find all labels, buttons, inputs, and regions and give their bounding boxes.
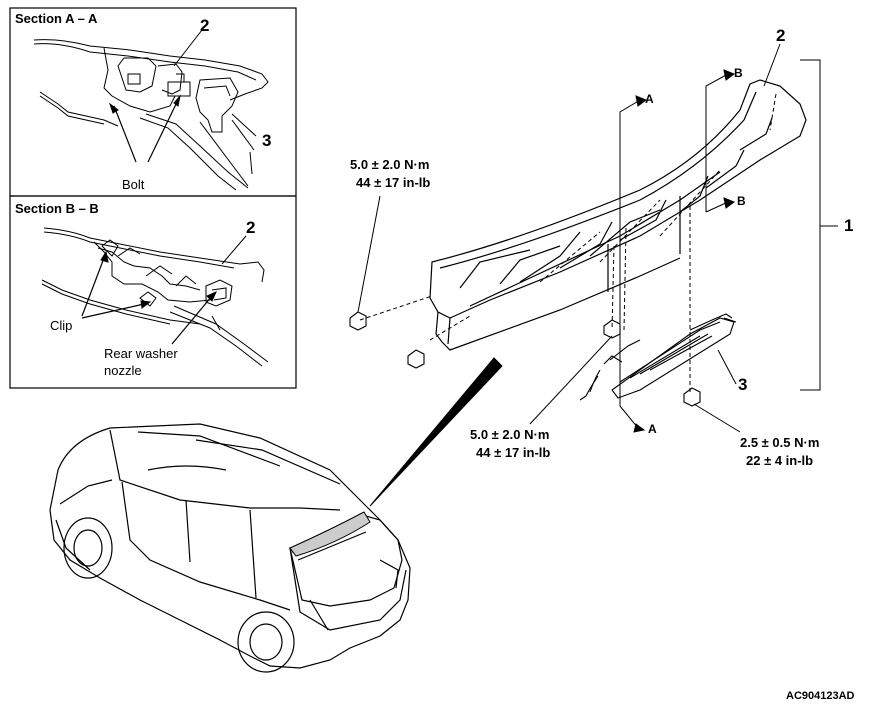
- torque-right-line1: 2.5 ± 0.5 N·m: [740, 435, 820, 450]
- bolt-leader-right: [147, 99, 179, 163]
- bb-clip-leader-2: [81, 303, 145, 319]
- torque-center-line2: 44 ± 17 in-lb: [476, 445, 551, 460]
- bolt-arrowhead-right: [173, 94, 181, 107]
- figure-code: AC904123AD: [786, 690, 855, 702]
- section-a-marker-top-arrow: [635, 95, 648, 107]
- stop-lamp-assembly: [579, 313, 737, 401]
- assembly-dashed-lines: [359, 93, 777, 392]
- aa-callout-2-leader: [173, 29, 203, 67]
- main-callout-assembly: 1: [844, 216, 854, 235]
- vehicle-spoiler-highlight: [289, 511, 371, 557]
- section-a-marker-bottom-line: [619, 405, 639, 429]
- section-bb-drawing: [41, 227, 269, 367]
- assembly-bracket: [800, 59, 821, 391]
- section-b-marker-top-arrow: [723, 69, 736, 81]
- section-aa-title: Section A – A: [15, 11, 98, 26]
- bb-clip-arrowhead-1: [100, 250, 109, 263]
- section-a-marker-top-line: [619, 99, 641, 406]
- section-aa-frame: [9, 7, 297, 197]
- view-wedge: [369, 357, 503, 507]
- bolt-leader-left: [113, 105, 137, 163]
- bolt-shapes: [349, 311, 701, 407]
- section-bb-frame: [9, 195, 297, 389]
- torque-leader-center: [529, 335, 613, 425]
- bb-callout-spoiler: 2: [246, 218, 256, 237]
- section-marker-b-top: B: [734, 66, 743, 80]
- bb-clip-leader-1: [81, 257, 105, 317]
- section-b-marker-top-line: [705, 73, 729, 212]
- torque-right-line2: 22 ± 4 in-lb: [746, 453, 814, 468]
- section-b-marker-bottom-line: [705, 201, 729, 213]
- section-marker-b-bottom: B: [737, 194, 746, 208]
- spoiler-outline: [429, 79, 807, 351]
- bb-clip-arrowhead-2: [140, 300, 152, 309]
- nozzle-label-line1: Rear washer: [104, 346, 178, 361]
- section-b-marker-bottom-arrow: [723, 197, 736, 209]
- bb-callout-2-leader: [221, 235, 247, 265]
- nozzle-label-line2: nozzle: [104, 363, 142, 378]
- section-a-marker-bottom-arrow: [633, 423, 646, 433]
- torque-leader-left: [357, 195, 381, 313]
- main-callout-2-leader: [763, 43, 781, 87]
- bolt-arrowhead-left: [109, 102, 119, 114]
- vehicle-outline: [49, 423, 411, 673]
- section-bb-title: Section B – B: [15, 201, 99, 216]
- torque-left-line2: 44 ± 17 in-lb: [356, 175, 431, 190]
- aa-callout-3-leader: [231, 113, 257, 137]
- bb-nozzle-arrowhead: [206, 291, 217, 302]
- main-callout-spoiler: 2: [776, 26, 786, 45]
- clip-label: Clip: [50, 318, 73, 333]
- torque-leader-right: [693, 403, 741, 433]
- main-callout-3-leader: [717, 349, 737, 385]
- section-marker-a-top: A: [645, 92, 654, 106]
- main-callout-lamp: 3: [738, 375, 748, 394]
- section-aa-drawing: [33, 39, 269, 191]
- section-marker-a-bottom: A: [648, 422, 657, 436]
- bolt-label: Bolt: [122, 177, 145, 192]
- torque-center-line1: 5.0 ± 2.0 N·m: [470, 427, 550, 442]
- aa-callout-spoiler: 2: [200, 16, 210, 35]
- aa-callout-lamp: 3: [262, 131, 272, 150]
- bb-nozzle-leader: [171, 295, 213, 345]
- torque-left-line1: 5.0 ± 2.0 N·m: [350, 157, 430, 172]
